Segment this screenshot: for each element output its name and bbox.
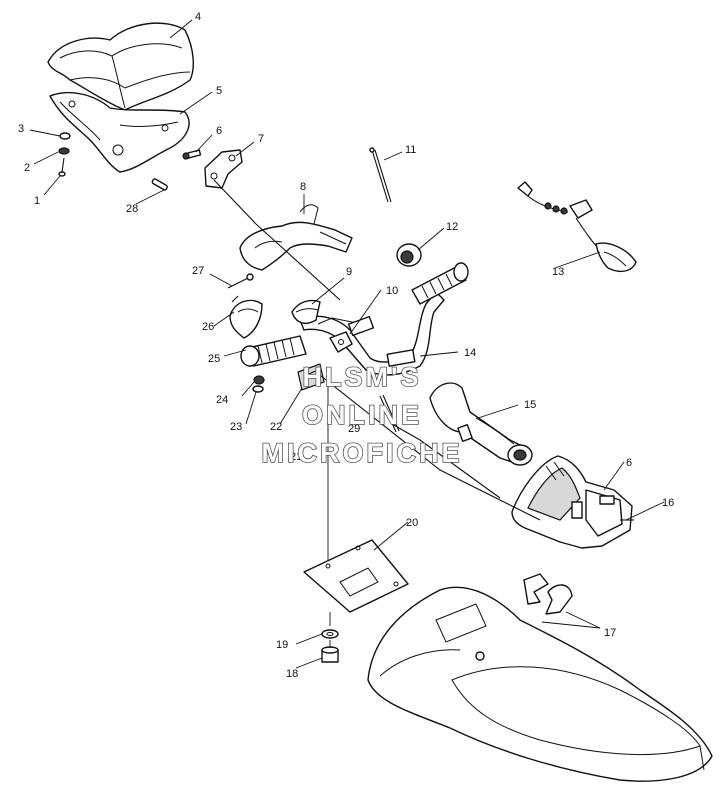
- callout-18: 18: [286, 668, 298, 680]
- callout-11: 11: [405, 144, 416, 156]
- part-19-washer: [321, 629, 339, 639]
- part-23-washer: [252, 385, 264, 393]
- part-27-screw: [227, 273, 254, 289]
- watermark-line-1: HLSM'S: [303, 362, 422, 392]
- callout-17: 17: [604, 627, 616, 639]
- callout-9: 9: [346, 266, 352, 278]
- callout-27: 27: [192, 265, 204, 277]
- part-26-lever-housing: [229, 295, 263, 339]
- part-29-cable: [379, 394, 400, 433]
- callout-12: 12: [446, 221, 458, 233]
- part-10-throttle-bracket: [329, 331, 353, 353]
- part-12-end-cap: [396, 243, 422, 267]
- callout-2: 2: [24, 162, 30, 174]
- callout-22: 22: [270, 421, 282, 433]
- part-22-switch-housing: [297, 363, 325, 391]
- callout-13: 13: [552, 266, 564, 278]
- left-grip: [240, 335, 307, 367]
- part-9-cover: [291, 299, 321, 324]
- part-15-throttle-tube: [429, 382, 533, 466]
- part-6-bolt: [182, 149, 202, 160]
- callout-labels: 1 2 3 4 5 6 6 7 8 9 10 11 12 13 14 15 16…: [18, 11, 674, 680]
- callout-7: 7: [258, 133, 264, 145]
- callout-8: 8: [300, 181, 306, 193]
- callout-29: 29: [348, 423, 360, 435]
- callout-15: 15: [524, 399, 536, 411]
- callout-25: 25: [208, 353, 220, 365]
- part-24-nut: [253, 375, 265, 385]
- callout-28: 28: [126, 203, 138, 215]
- callout-1: 1: [34, 195, 40, 207]
- part-7-clamp: [204, 149, 243, 189]
- callout-10: 10: [386, 285, 398, 297]
- callout-21: 21: [290, 451, 302, 463]
- part-13-lanyard: [517, 181, 637, 273]
- part-6-steering-housing: [511, 455, 634, 549]
- watermark-line-2: ONLINE: [302, 400, 422, 430]
- callout-6-upper: 6: [216, 125, 222, 137]
- part-3-washer: [59, 132, 71, 140]
- part-20-plate: [303, 539, 409, 613]
- part-14-handlebar: [299, 291, 445, 376]
- callout-14: 14: [464, 347, 476, 359]
- part-5-lower-cover: [49, 91, 190, 173]
- right-grip: [411, 262, 469, 305]
- part-17-brackets: [523, 573, 573, 615]
- part-18-bushing: [321, 646, 339, 663]
- part-11-rod: [369, 147, 392, 203]
- callout-20: 20: [406, 517, 418, 529]
- callout-26: 26: [202, 321, 214, 333]
- part-28-pin: [151, 178, 168, 191]
- assembly-lines: [213, 179, 541, 648]
- part-1-screw: [58, 157, 66, 177]
- watermark: HLSM'S ONLINE MICROFICHE: [261, 361, 463, 469]
- leader-lines: [29, 19, 665, 669]
- callout-3: 3: [18, 123, 24, 135]
- callout-4: 4: [195, 11, 201, 23]
- callout-24: 24: [216, 394, 228, 406]
- part-4-upper-cover: [47, 22, 194, 111]
- part-2-washer: [58, 147, 70, 155]
- watermark-line-3: MICROFICHE: [262, 438, 463, 468]
- callout-16: 16: [662, 497, 674, 509]
- callout-23: 23: [230, 421, 242, 433]
- hood-console: [367, 586, 713, 782]
- callout-6-lower: 6: [626, 457, 632, 469]
- callout-5: 5: [216, 85, 222, 97]
- callout-19: 19: [276, 639, 288, 651]
